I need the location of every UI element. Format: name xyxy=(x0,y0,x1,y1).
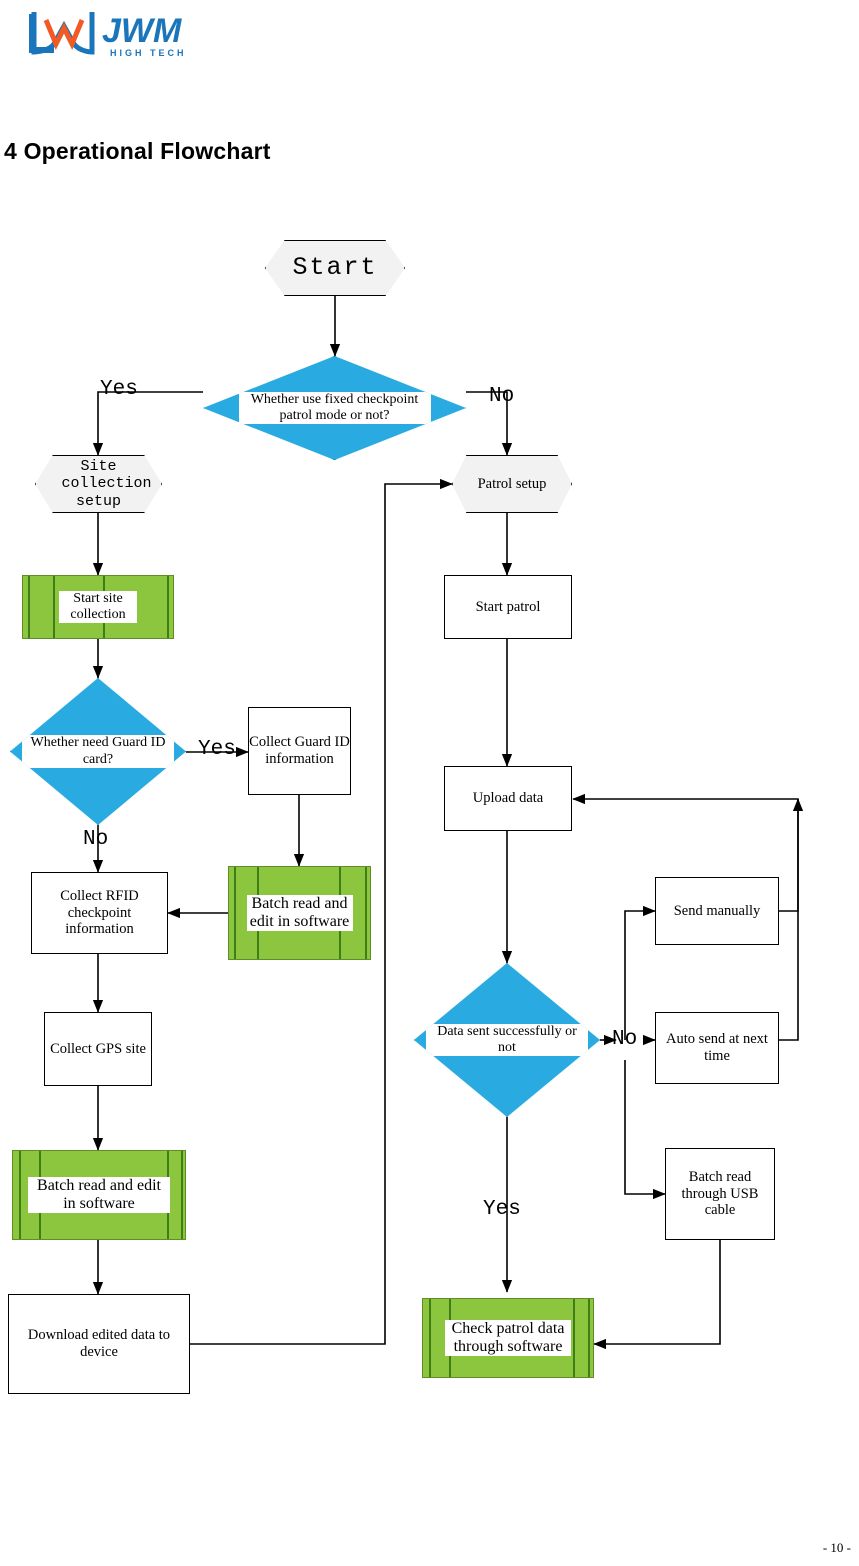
label-yes-1: Yes xyxy=(100,378,138,401)
node-batch-read-usb: Batch read through USB cable xyxy=(665,1148,775,1240)
node-start-label: Start xyxy=(292,252,378,282)
node-patrol-setup: Patrol setup xyxy=(452,455,572,513)
node-send-manually: Send manually xyxy=(655,877,779,945)
node-batch-read-edit-software-2: Batch read and edit in software xyxy=(12,1150,186,1240)
node-decision-guard-id-label: Whether need Guard ID card? xyxy=(22,735,174,768)
node-site-collection-setup-label: Site collection setup xyxy=(61,458,152,510)
node-auto-send-next-time-label: Auto send at next time xyxy=(666,1031,768,1064)
node-batch-read-edit-software-2-label: Batch read and edit in software xyxy=(28,1176,170,1214)
label-yes-2: Yes xyxy=(198,738,236,761)
label-no-2: No xyxy=(83,828,109,851)
node-collect-gps-label: Collect GPS site xyxy=(50,1040,146,1057)
node-start-patrol-label: Start patrol xyxy=(475,598,541,615)
node-collect-rfid-label: Collect RFID checkpoint information xyxy=(60,887,139,938)
node-batch-read-edit-software-1: Batch read and edit in software xyxy=(228,866,371,960)
node-upload-data-label: Upload data xyxy=(472,790,544,807)
node-batch-read-usb-label: Batch read through USB cable xyxy=(681,1168,759,1219)
node-start-patrol: Start patrol xyxy=(444,575,572,639)
label-no-1: No xyxy=(489,385,515,408)
node-collect-guard-id: Collect Guard ID information xyxy=(248,707,351,795)
jwm-logo: JWM HIGH TECH xyxy=(24,4,224,60)
label-no-3: No xyxy=(612,1028,638,1051)
node-collect-rfid: Collect RFID checkpoint information xyxy=(31,872,168,954)
node-send-manually-label: Send manually xyxy=(673,902,761,919)
label-yes-3: Yes xyxy=(483,1198,521,1221)
node-start-site-collection-label: Start site collection xyxy=(59,590,137,624)
node-site-collection-setup: Site collection setup xyxy=(35,455,162,513)
node-decision-fixed-mode-label: Whether use fixed checkpoint patrol mode… xyxy=(238,391,431,425)
node-download-edited-data: Download edited data to device xyxy=(8,1294,190,1394)
node-start-site-collection: Start site collection xyxy=(22,575,174,639)
node-collect-gps: Collect GPS site xyxy=(44,1012,152,1086)
node-batch-read-edit-software-1-label: Batch read and edit in software xyxy=(246,894,353,932)
node-collect-guard-id-label: Collect Guard ID information xyxy=(249,734,350,767)
node-patrol-setup-label: Patrol setup xyxy=(477,475,547,492)
node-upload-data: Upload data xyxy=(444,766,572,831)
node-check-patrol-data-label: Check patrol data through software xyxy=(445,1319,571,1357)
svg-text:HIGH TECH: HIGH TECH xyxy=(110,48,187,58)
svg-text:JWM: JWM xyxy=(102,12,182,50)
page-title: 4 Operational Flowchart xyxy=(4,138,271,164)
node-download-edited-data-label: Download edited data to device xyxy=(27,1327,171,1360)
node-check-patrol-data: Check patrol data through software xyxy=(422,1298,594,1378)
node-start: Start xyxy=(265,240,405,296)
node-decision-data-sent-label: Data sent successfully or not xyxy=(426,1023,588,1057)
page-number: - 10 - xyxy=(822,1540,851,1555)
node-auto-send-next-time: Auto send at next time xyxy=(655,1012,779,1084)
